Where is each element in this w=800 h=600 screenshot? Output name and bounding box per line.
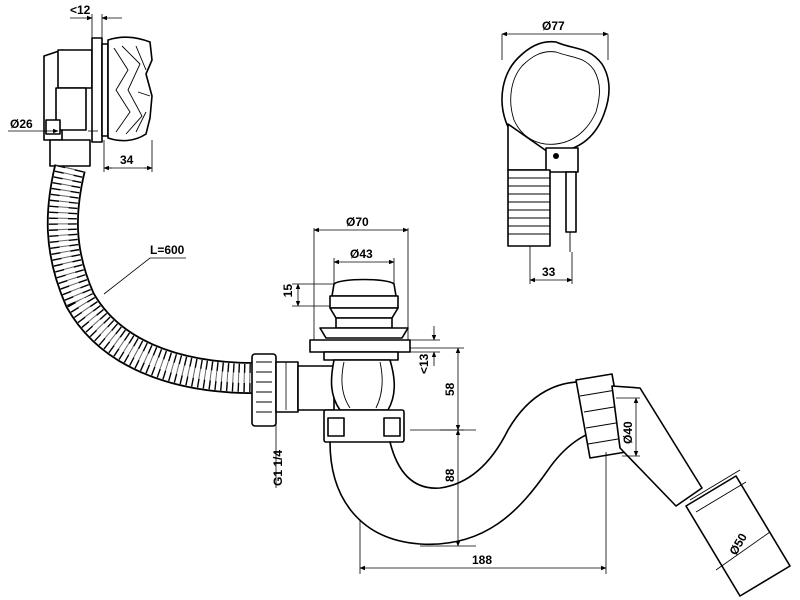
dim-label-hose-length: L=600 bbox=[150, 243, 185, 257]
dimension-overflow-width: 34 bbox=[103, 140, 153, 172]
dimension-hose-length: L=600 bbox=[103, 243, 186, 295]
dimension-hose-diameter: Ø26 bbox=[8, 117, 98, 134]
dimension-plug-outer-diameter: Ø70 bbox=[313, 215, 409, 340]
dim-label-overflow-depth: <12 bbox=[70, 3, 91, 17]
hose-coupling-nut bbox=[251, 353, 299, 427]
flexible-hose bbox=[46, 164, 265, 395]
s-bend-pipe bbox=[329, 381, 607, 545]
dim-label-trap-drop: 88 bbox=[443, 468, 457, 482]
dim-label-overflow-width: 34 bbox=[120, 153, 134, 167]
dimension-plug-inner-diameter: Ø43 bbox=[333, 247, 395, 284]
dimension-side-view-width: 33 bbox=[529, 246, 573, 284]
outlet-connector bbox=[575, 373, 791, 597]
dim-label-plug-outer-diameter: Ø70 bbox=[346, 215, 369, 229]
dimension-side-view-diameter: Ø77 bbox=[501, 19, 609, 60]
overflow-head bbox=[43, 36, 153, 167]
dim-label-side-view-diameter: Ø77 bbox=[542, 19, 565, 33]
dimension-trap-drop: 88 bbox=[420, 429, 476, 547]
dim-label-overall-length: 188 bbox=[472, 553, 492, 567]
dim-label-thread-size: G1 1/4 bbox=[271, 450, 285, 486]
trap-body bbox=[297, 359, 405, 443]
dimension-overflow-depth: <12 bbox=[70, 3, 122, 38]
dimension-outlet-diameter: Ø40 bbox=[616, 397, 640, 457]
dim-label-hose-diameter: Ø26 bbox=[10, 117, 33, 131]
overflow-side-view bbox=[501, 40, 610, 252]
dim-label-plug-inner-diameter: Ø43 bbox=[350, 247, 373, 261]
dimension-flange-thickness: <13 bbox=[410, 326, 440, 374]
drain-plug bbox=[309, 278, 411, 361]
dim-label-plug-height: 15 bbox=[281, 284, 295, 298]
dim-label-side-view-width: 33 bbox=[542, 265, 556, 279]
dim-label-flange-thickness: <13 bbox=[417, 353, 431, 374]
dim-label-trap-inlet-depth: 58 bbox=[443, 382, 457, 396]
dimension-thread-size: G1 1/4 bbox=[271, 362, 287, 488]
dimension-plug-height: 15 bbox=[281, 283, 334, 307]
dimension-overall-length: 188 bbox=[359, 452, 607, 574]
dim-label-outlet-diameter: Ø40 bbox=[621, 421, 635, 444]
